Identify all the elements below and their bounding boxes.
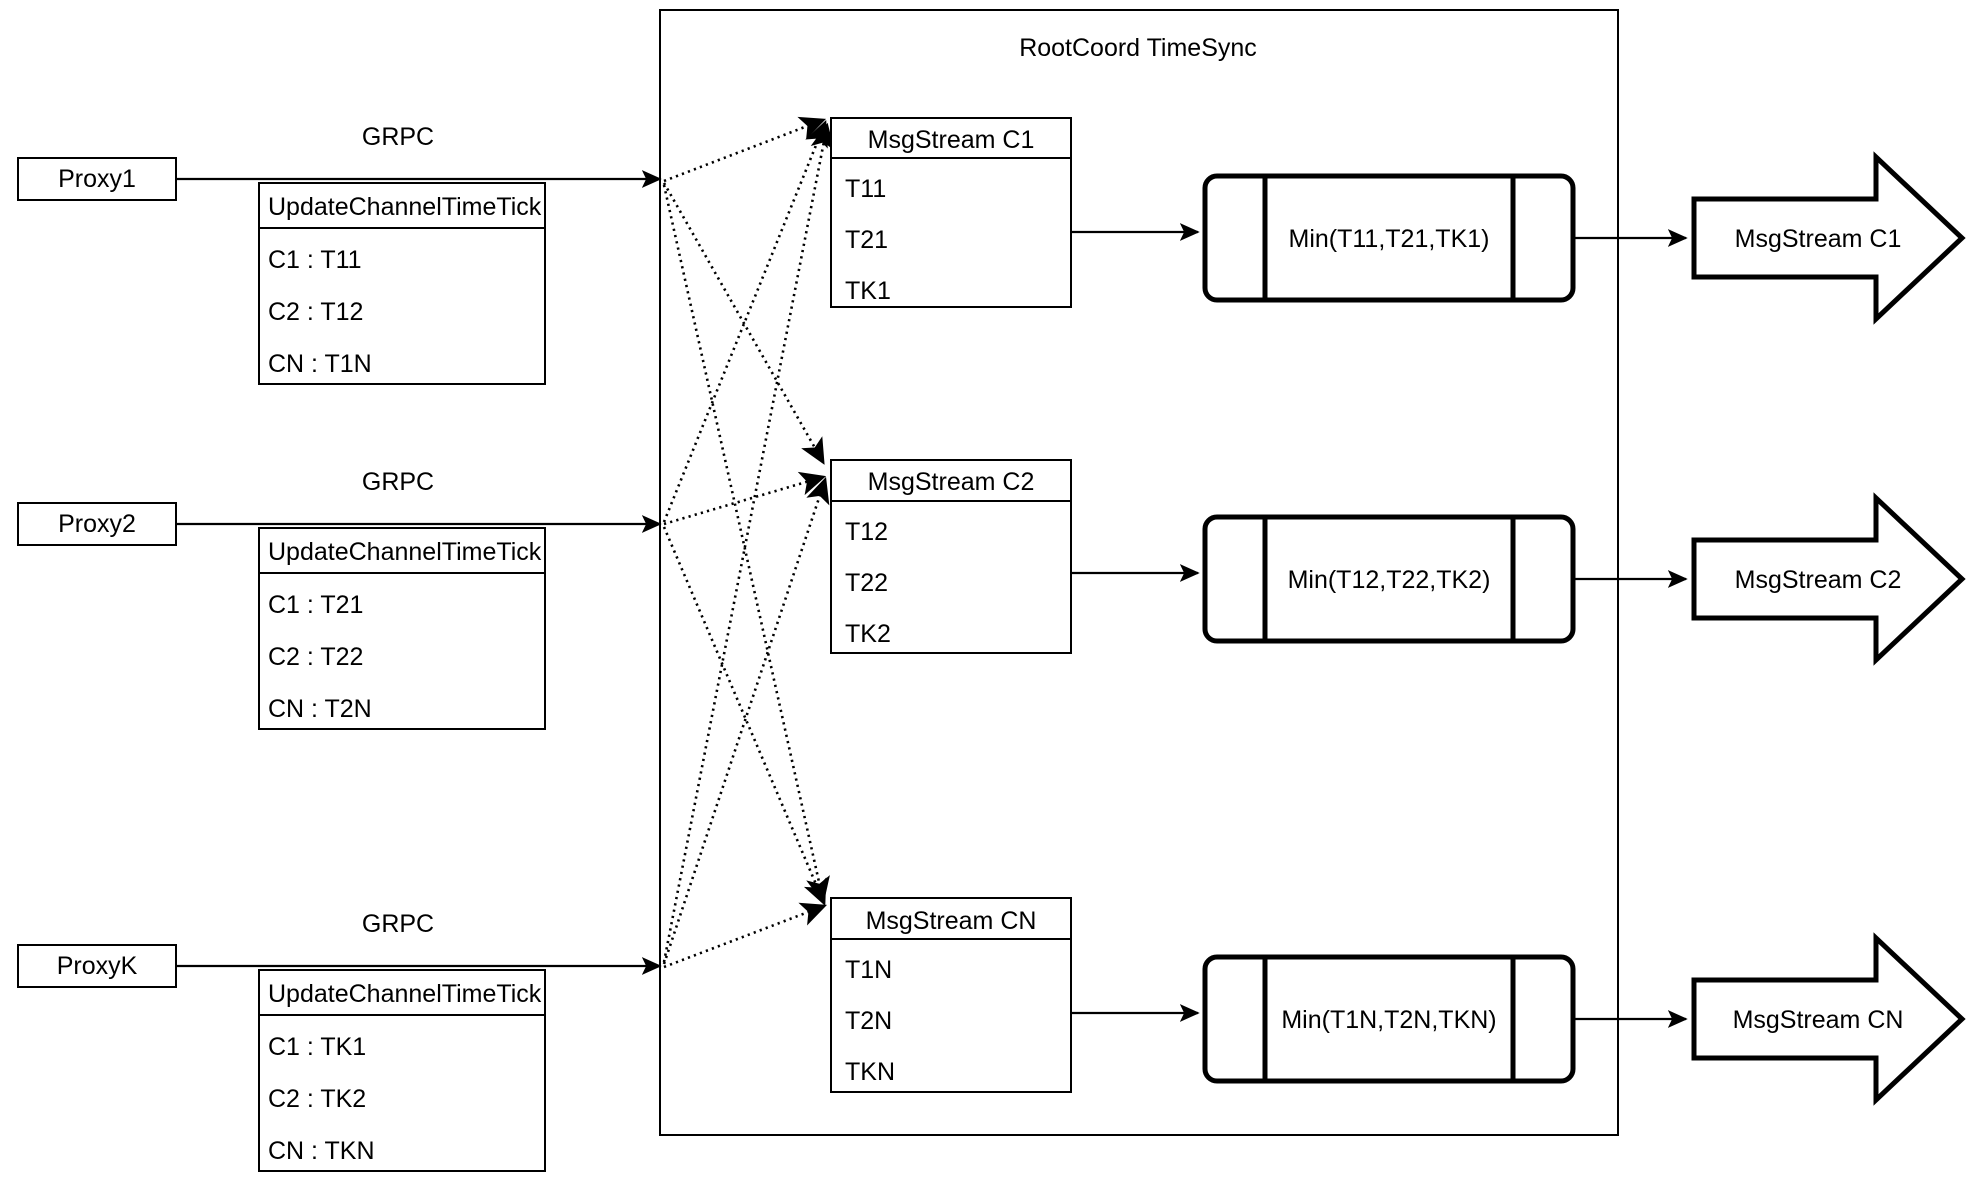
proxy-label-2: Proxy2 — [58, 510, 136, 538]
dotted-p1-to-c1 — [663, 116, 827, 183]
request-box-3 — [258, 969, 546, 1172]
container-title: RootCoord TimeSync — [1019, 34, 1257, 62]
dotted-p1-to-cn — [662, 184, 830, 904]
msgstream-tick-1-0: T11 — [845, 175, 886, 203]
request-box-1 — [258, 182, 546, 385]
min-label-2: Min(T12,T22,TK2) — [1288, 566, 1491, 594]
request-row-2-0: C1 : T21 — [268, 591, 363, 619]
dotted-pK-to-c1 — [662, 122, 835, 963]
output-label-1: MsgStream C1 — [1735, 225, 1902, 253]
request-row-1-1: C2 : T12 — [268, 298, 363, 326]
msgstream-tick-2-1: T22 — [845, 569, 888, 597]
dotted-p2-to-cn — [662, 526, 827, 906]
dotted-p2-to-c1 — [662, 119, 828, 523]
request-row-2-2: CN : T2N — [268, 695, 372, 723]
rootcoord-timesync-container — [659, 9, 1619, 1136]
channel-pipeline-2: MsgStream C2 T12 T22 TK2 Min(T12,T22,TK2… — [830, 459, 1966, 666]
msgstream-box-2 — [830, 459, 1072, 654]
output-label-3: MsgStream CN — [1733, 1006, 1904, 1034]
dotted-p2-to-c2 — [663, 471, 827, 526]
output-arrow-3 — [1691, 932, 1966, 1106]
msgstream-tick-1-1: T21 — [845, 226, 888, 254]
grpc-label-1: GRPC — [362, 123, 434, 151]
msgstream-box-3 — [830, 897, 1072, 1093]
proxy-group-3: ProxyK GRPC UpdateChannelTimeTick C1 : T… — [17, 910, 662, 1172]
request-title-1: UpdateChannelTimeTick — [268, 193, 542, 221]
output-arrow-1 — [1691, 151, 1966, 325]
min-label-3: Min(T1N,T2N,TKN) — [1281, 1006, 1496, 1034]
grpc-label-2: GRPC — [362, 468, 434, 496]
channel-pipeline-3: MsgStream CN T1N T2N TKN Min(T1N,T2N,TKN… — [830, 897, 1966, 1106]
proxy-box-1[interactable] — [17, 157, 177, 201]
msgstream-title-3: MsgStream CN — [866, 907, 1037, 935]
request-row-3-2: CN : TKN — [268, 1137, 375, 1165]
dotted-pK-to-c2 — [662, 476, 830, 965]
request-title-3: UpdateChannelTimeTick — [268, 980, 542, 1008]
msgstream-tick-2-0: T12 — [845, 518, 888, 546]
msgstream-tick-2-2: TK2 — [845, 620, 891, 648]
proxy-group-2: Proxy2 GRPC UpdateChannelTimeTick C1 : T… — [17, 468, 662, 730]
channel-pipeline-1: MsgStream C1 T11 T21 TK1 Min(T11,T21,TK1… — [830, 117, 1966, 325]
request-title-2: UpdateChannelTimeTick — [268, 538, 542, 566]
request-row-3-0: C1 : TK1 — [268, 1033, 366, 1061]
output-arrow-2 — [1691, 492, 1966, 666]
output-label-2: MsgStream C2 — [1735, 566, 1902, 594]
msgstream-title-2: MsgStream C2 — [868, 468, 1035, 496]
dotted-p1-to-c2 — [662, 182, 825, 465]
grpc-label-3: GRPC — [362, 910, 434, 938]
msgstream-tick-1-2: TK1 — [845, 277, 891, 305]
request-row-1-0: C1 : T11 — [268, 246, 362, 274]
dotted-pK-to-cn — [663, 902, 828, 969]
msgstream-tick-3-2: TKN — [845, 1058, 895, 1086]
proxy-box-2[interactable] — [17, 502, 177, 546]
msgstream-title-1: MsgStream C1 — [868, 126, 1035, 154]
msgstream-tick-3-1: T2N — [845, 1007, 892, 1035]
msgstream-box-1 — [830, 117, 1072, 308]
request-box-2 — [258, 527, 546, 730]
request-row-1-2: CN : T1N — [268, 350, 372, 378]
min-label-1: Min(T11,T21,TK1) — [1289, 225, 1490, 253]
request-row-3-1: C2 : TK2 — [268, 1085, 366, 1113]
proxy-group-1: Proxy1 GRPC UpdateChannelTimeTick C1 : T… — [17, 123, 662, 385]
proxy-label-3: ProxyK — [57, 952, 138, 980]
dotted-fanout-connectors — [662, 116, 835, 969]
request-row-2-1: C2 : T22 — [268, 643, 363, 671]
proxy-label-1: Proxy1 — [58, 165, 136, 193]
msgstream-tick-3-0: T1N — [845, 956, 892, 984]
